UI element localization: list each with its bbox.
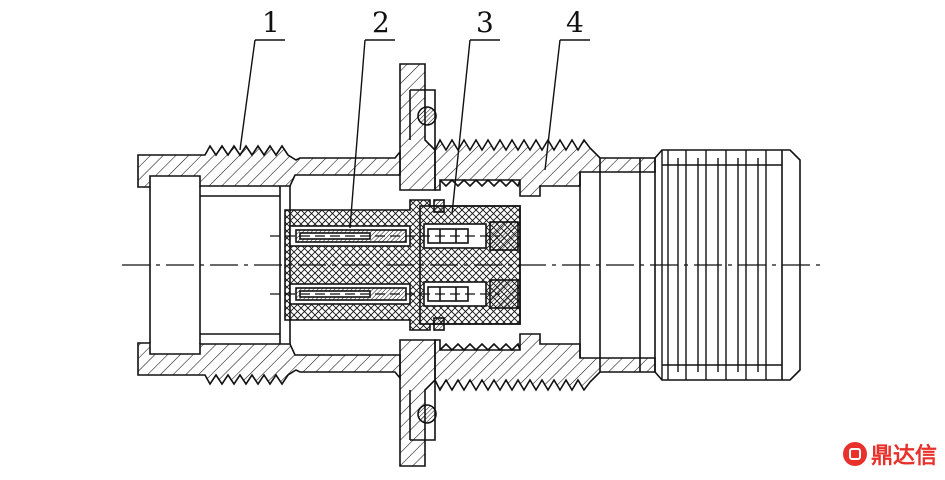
leader-1 xyxy=(239,39,256,151)
leader-2 xyxy=(349,39,366,229)
right-shell-lower xyxy=(434,333,656,392)
callout-3: 3 xyxy=(476,6,494,39)
callout-leaders xyxy=(239,39,590,229)
contact-axis-lines xyxy=(270,235,500,295)
flange-upper xyxy=(399,63,436,191)
o-ring-lower xyxy=(417,404,437,424)
left-shell-lower-wall xyxy=(137,342,401,386)
rear-seal-upper xyxy=(489,221,519,251)
socket-contacts-part-3 xyxy=(419,199,521,331)
panel-flange xyxy=(399,63,437,467)
watermark-text: 鼎达信 xyxy=(870,444,937,469)
socket-lower xyxy=(423,281,487,307)
leader-3 xyxy=(451,39,471,215)
leader-4 xyxy=(544,39,561,171)
callout-4: 4 xyxy=(566,6,584,39)
callout-2: 2 xyxy=(372,6,390,39)
o-ring-upper xyxy=(417,106,437,126)
watermark: 鼎达信 xyxy=(842,438,937,470)
flange-lower xyxy=(399,339,436,467)
coupling-nut-outline xyxy=(654,149,801,381)
callout-1: 1 xyxy=(262,6,280,39)
rear-seal-lower xyxy=(489,279,519,309)
brand-logo-icon xyxy=(842,442,867,466)
left-shell-upper-wall xyxy=(137,144,401,188)
